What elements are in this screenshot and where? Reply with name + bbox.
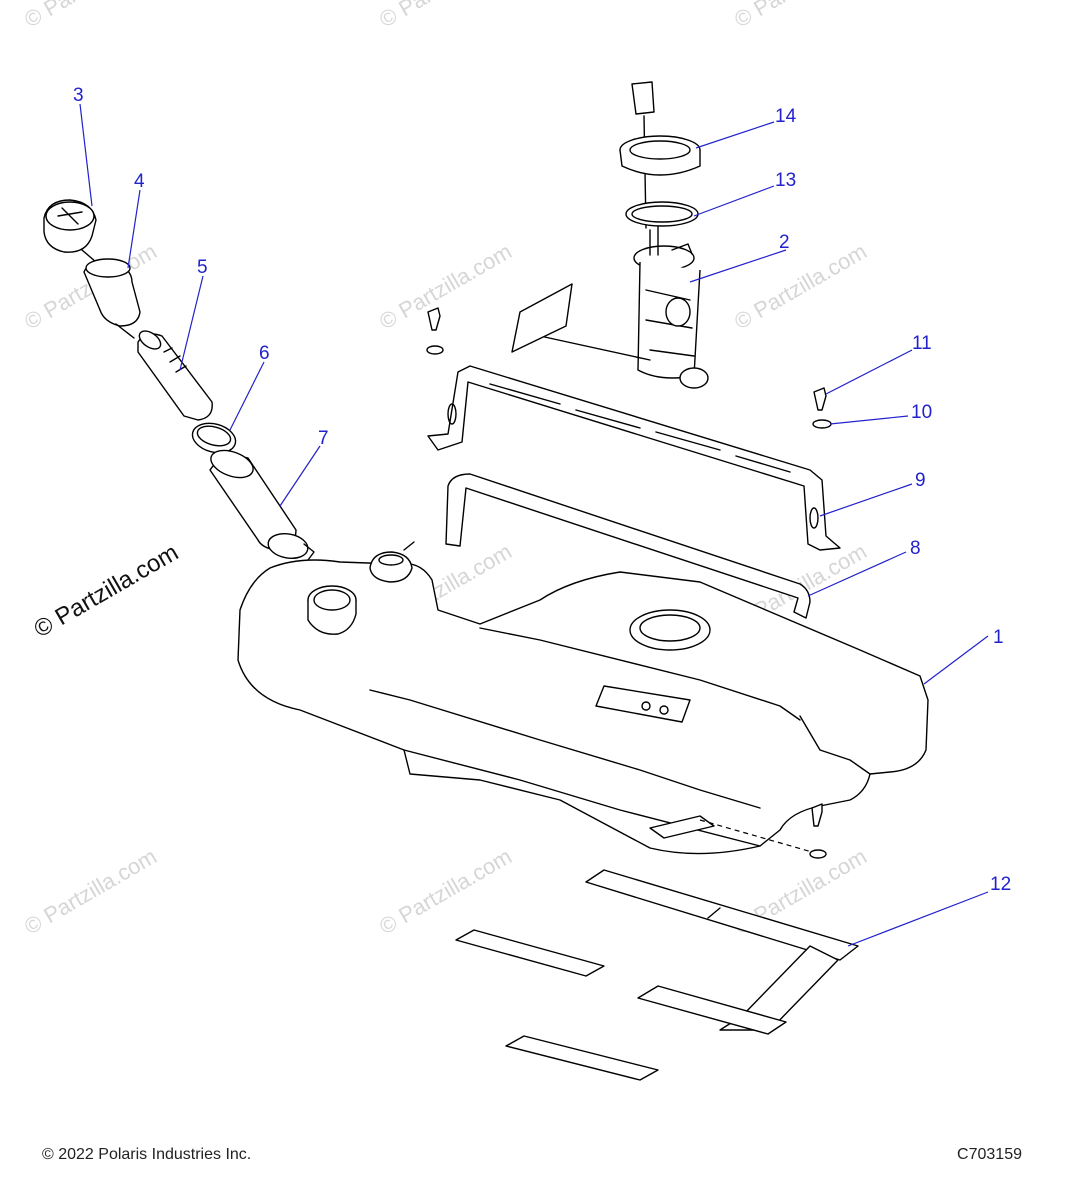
- tank-strap-upper: [427, 365, 841, 551]
- svg-text:© Partzilla.com: © Partzilla.com: [730, 239, 871, 335]
- fuel-cap: [43, 199, 97, 263]
- hose-clamp-upper: [191, 422, 237, 454]
- callout-6: 6: [259, 343, 270, 364]
- fuel-pump-module: [511, 81, 709, 389]
- svg-text:© Partzilla.com: © Partzilla.com: [375, 844, 516, 940]
- callout-5: 5: [197, 257, 208, 278]
- callout-12: 12: [990, 874, 1011, 895]
- washer-part-10: [812, 419, 832, 429]
- filler-neck-adapter: [83, 258, 141, 339]
- callout-3: 3: [73, 85, 84, 106]
- bolt-bottom: [699, 803, 827, 859]
- pump-lock-ring: [619, 135, 701, 176]
- svg-text:© Partzilla.com: © Partzilla.com: [20, 0, 161, 32]
- hose-clamp-lower: [267, 532, 315, 561]
- tank-strap-lower: [445, 473, 811, 619]
- svg-text:© Partzilla.com: © Partzilla.com: [730, 0, 871, 32]
- callout-numbers: 3 4 5 6 7 1 2 8 9 10 11 12 13 14: [73, 85, 1011, 895]
- callout-9: 9: [915, 470, 926, 491]
- svg-text:© Partzilla.com: © Partzilla.com: [20, 844, 161, 940]
- copyright-notice: © 2022 Polaris Industries Inc.: [42, 1146, 252, 1163]
- callout-13: 13: [775, 170, 796, 191]
- filler-tube: [137, 330, 213, 421]
- tank-pads: [455, 869, 859, 1081]
- callout-4: 4: [134, 171, 145, 192]
- bolt-part-11: [813, 387, 827, 411]
- leader-lines: [79, 103, 989, 947]
- callout-14: 14: [775, 106, 797, 127]
- watermark-main: © Partzilla.com: [30, 539, 184, 643]
- pump-o-ring: [625, 201, 699, 227]
- diagram-code: C703159: [957, 1146, 1022, 1163]
- callout-2: 2: [779, 232, 790, 253]
- callout-1: 1: [993, 627, 1004, 648]
- callout-11: 11: [912, 333, 932, 354]
- svg-text:© Partzilla.com: © Partzilla.com: [375, 239, 516, 335]
- fuel-tank: [237, 541, 929, 855]
- svg-text:© Partzilla.com: © Partzilla.com: [375, 0, 516, 32]
- callout-7: 7: [318, 428, 329, 449]
- callout-10: 10: [911, 402, 932, 423]
- callout-8: 8: [910, 538, 921, 559]
- bolt-left: [426, 307, 444, 355]
